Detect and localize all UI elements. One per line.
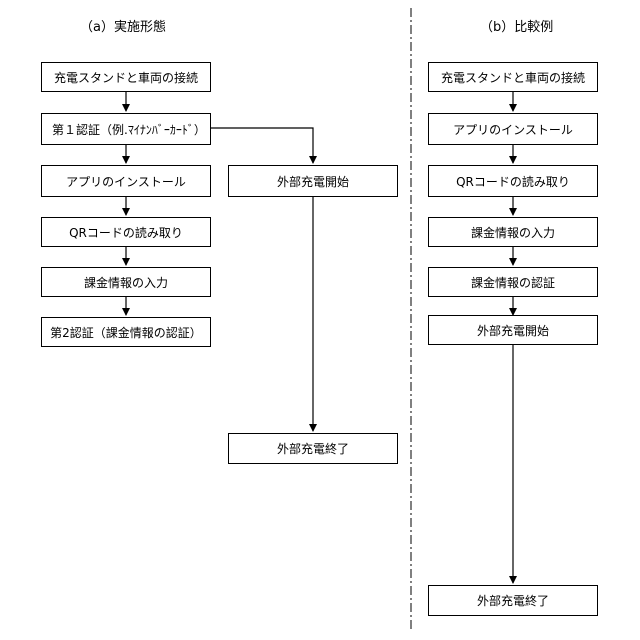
step-a-external-charge-start: 外部充電開始 [228,165,398,197]
step-a-install-app: アプリのインストール [41,165,211,197]
step-a-first-authentication: 第１認証（例.ﾏｲﾅﾝﾊﾞｰｶｰﾄﾞ） [41,113,211,145]
step-a-connect-station: 充電スタンドと車両の接続 [41,62,211,92]
embodiment-title: （a）実施形態 [80,16,166,35]
step-b-external-charge-start: 外部充電開始 [428,315,598,345]
arrow-a-branch [211,128,313,163]
step-b-read-qr-code: QRコードの読み取り [428,165,598,197]
comparative-example-title: （b）比較例 [480,16,553,35]
step-a-second-authentication: 第2認証（課金情報の認証） [41,317,211,347]
step-b-authenticate-billing-info: 課金情報の認証 [428,267,598,297]
step-b-connect-station: 充電スタンドと車両の接続 [428,62,598,92]
step-b-install-app: アプリのインストール [428,113,598,145]
step-a-input-billing-info: 課金情報の入力 [41,267,211,297]
step-b-external-charge-end: 外部充電終了 [428,585,598,616]
step-b-input-billing-info: 課金情報の入力 [428,217,598,247]
step-a-external-charge-end: 外部充電終了 [228,433,398,464]
step-a-read-qr-code: QRコードの読み取り [41,217,211,247]
